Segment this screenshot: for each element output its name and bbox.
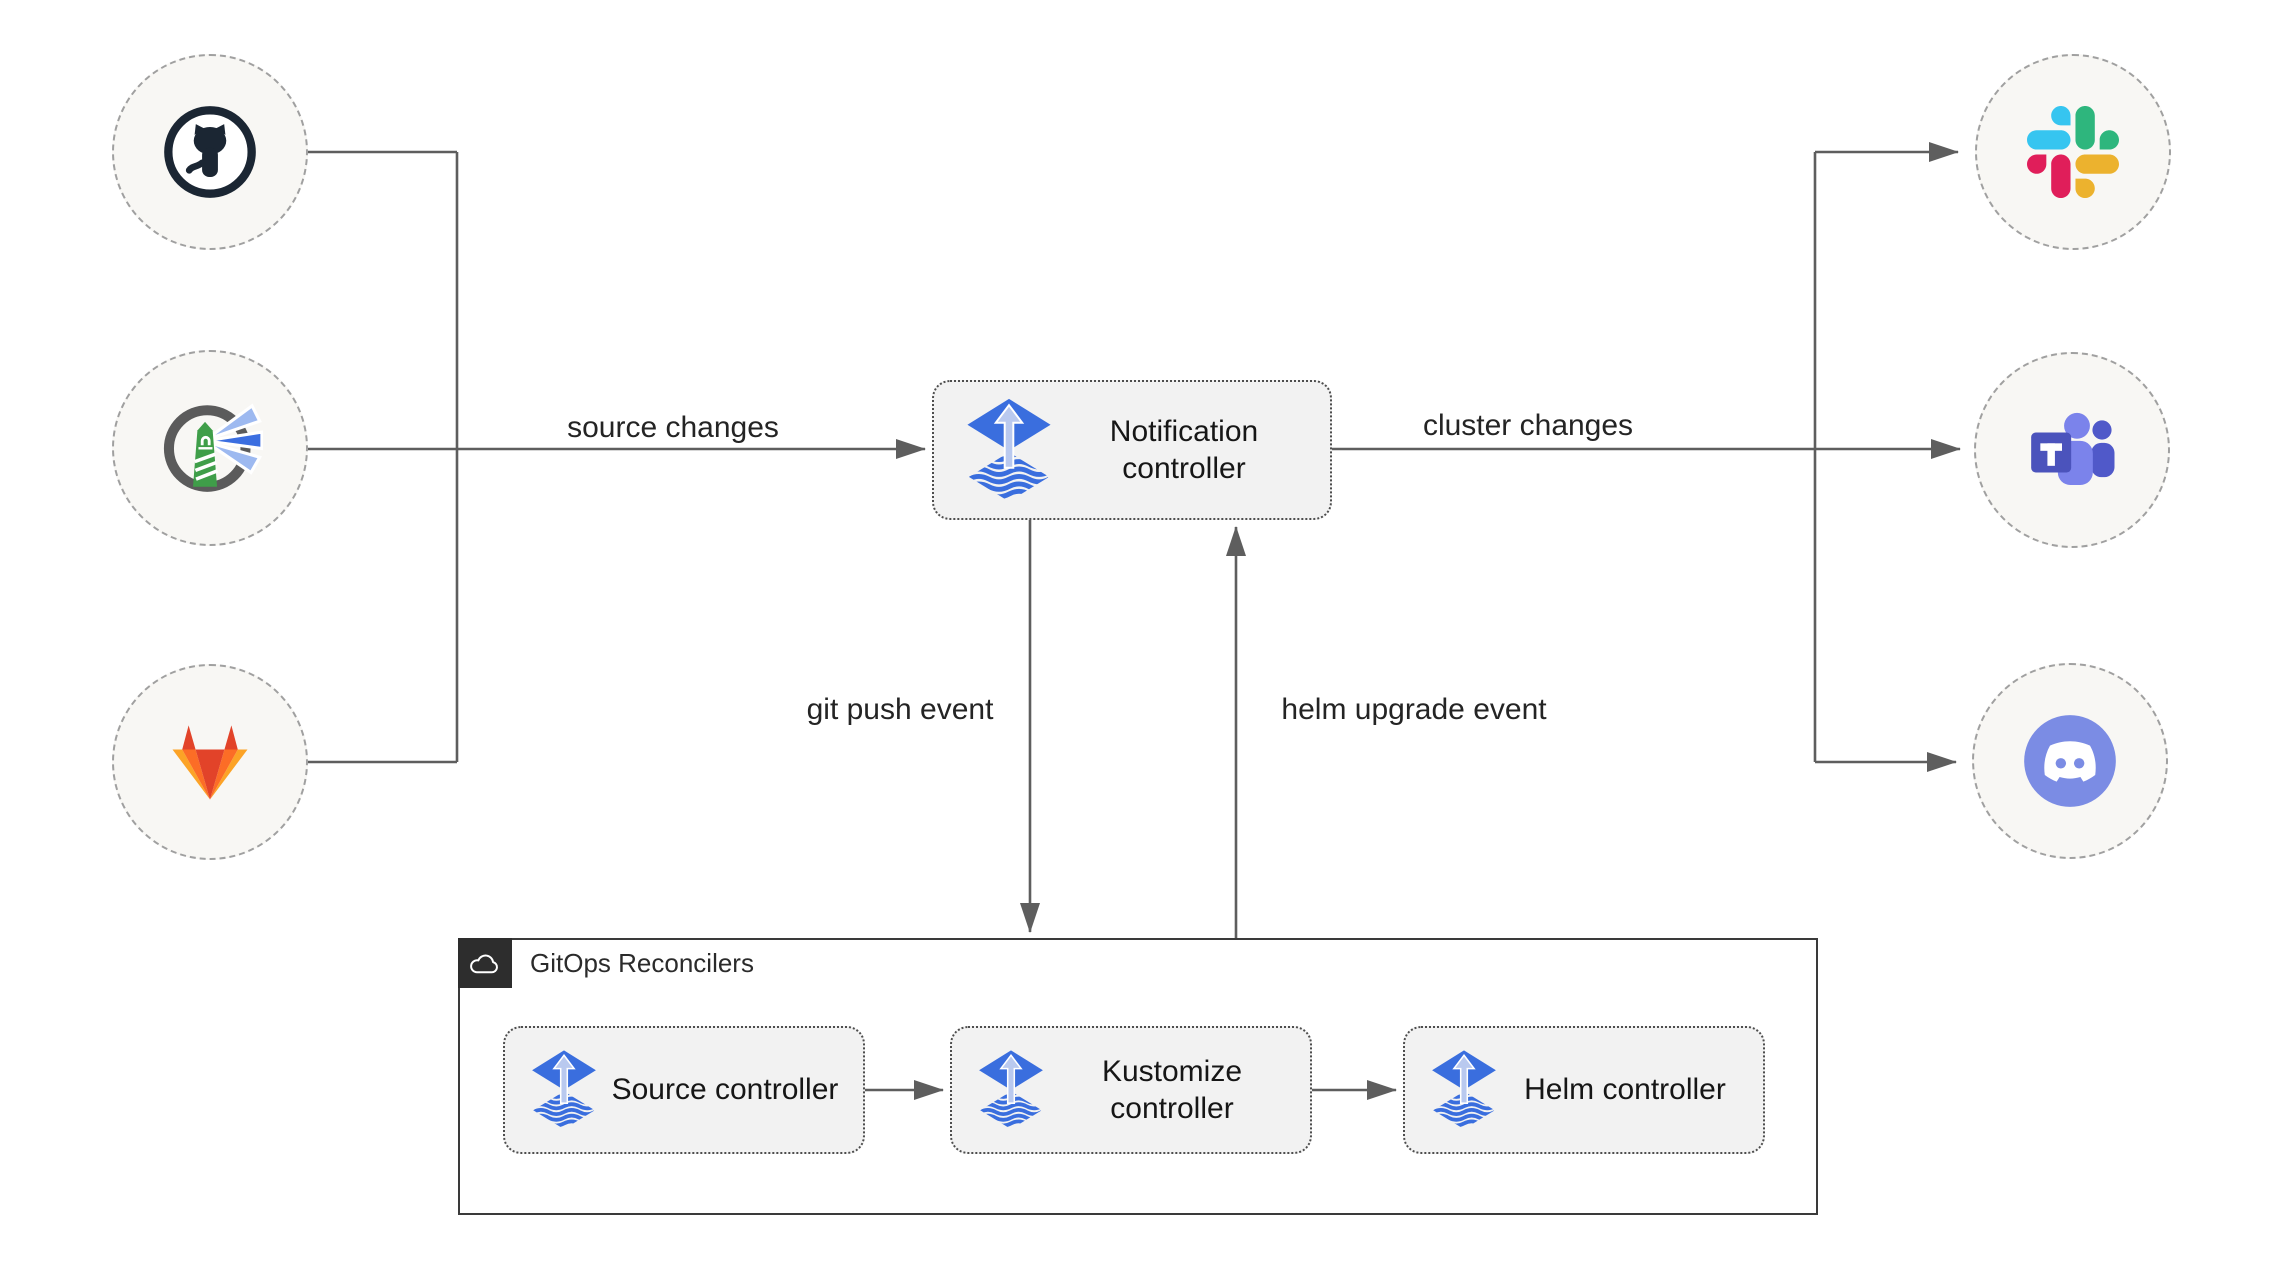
- microsoft-teams-icon: [2031, 412, 2115, 485]
- container-badge: [458, 938, 512, 988]
- node-github: [112, 54, 308, 250]
- node-harbor: [112, 350, 308, 546]
- node-gitlab: [112, 664, 308, 860]
- github-icon: [164, 106, 256, 198]
- discord-icon: [2024, 715, 2116, 807]
- cloud-icon: [470, 954, 498, 974]
- notification-controller-label: Notification controller: [1109, 414, 1259, 486]
- node-helm-controller: Helm controller: [1403, 1026, 1765, 1154]
- container-label: GitOps Reconcilers: [530, 947, 754, 978]
- harbor-icon: [163, 403, 263, 492]
- source-controller-label: Source controller: [611, 1073, 839, 1107]
- flux-icon: [966, 396, 1052, 505]
- node-kustomize-controller: Kustomize controller: [950, 1026, 1312, 1154]
- node-notification-controller: Notification controller: [932, 380, 1332, 520]
- flux-icon: [1431, 1048, 1497, 1132]
- node-microsoft-teams: [1974, 352, 2170, 548]
- edge-label-cluster-changes: cluster changes: [1417, 409, 1639, 443]
- edge-label-source-changes: source changes: [562, 411, 784, 445]
- kustomize-controller-label: Kustomize controller: [1101, 1054, 1243, 1126]
- helm-controller-label: Helm controller: [1524, 1073, 1726, 1107]
- flux-icon: [978, 1048, 1044, 1132]
- node-slack: [1975, 54, 2171, 250]
- edge-label-helm-upgrade-event: helm upgrade event: [1276, 693, 1552, 727]
- flux-icon: [531, 1048, 597, 1132]
- node-source-controller: Source controller: [503, 1026, 865, 1154]
- gitlab-icon: [172, 725, 248, 800]
- edge-label-git-push-event: git push event: [801, 693, 999, 727]
- node-discord: [1972, 663, 2168, 859]
- gitops-reconcilers-container: [458, 938, 1818, 1215]
- slack-icon: [2027, 106, 2119, 198]
